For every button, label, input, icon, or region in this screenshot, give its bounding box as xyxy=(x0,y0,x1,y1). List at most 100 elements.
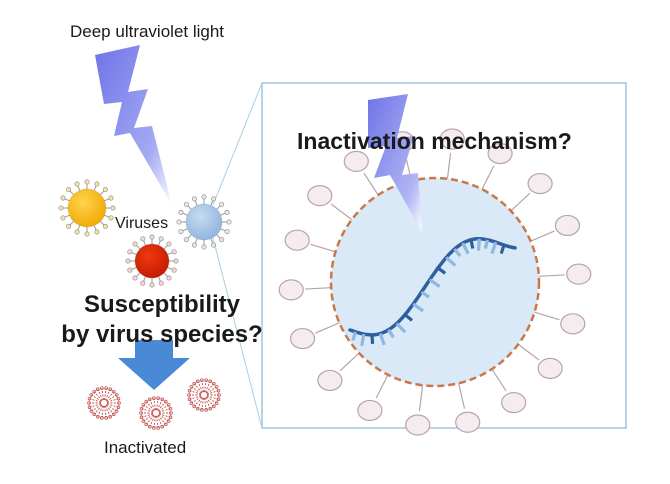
spike-head xyxy=(455,411,481,433)
virus-spike xyxy=(194,200,198,206)
fragment-strand xyxy=(103,388,107,401)
virus-spike-tip xyxy=(149,234,155,240)
fragment-strand xyxy=(101,388,105,401)
rna-base xyxy=(412,302,424,313)
spike-stem xyxy=(534,311,560,321)
fragment-strand xyxy=(193,396,203,407)
fragment-dot xyxy=(216,388,221,393)
fragment-dot xyxy=(166,403,171,407)
fragment-dot xyxy=(168,415,173,420)
spike-stem xyxy=(530,230,555,242)
fragment-strand xyxy=(105,404,115,415)
fragment-dot xyxy=(144,422,148,427)
fragment-strand xyxy=(89,398,102,403)
spike-stem xyxy=(446,152,452,179)
virus-spike-tip xyxy=(158,236,164,242)
fragment-dot xyxy=(95,414,100,419)
fragment-dot xyxy=(214,385,219,389)
fragment-dot xyxy=(87,405,92,410)
fragment-dot xyxy=(208,379,213,384)
virus-spike-tip xyxy=(219,237,225,243)
rna-base xyxy=(395,322,407,334)
virus-yellow xyxy=(58,179,116,237)
spike-stem xyxy=(418,385,424,412)
virus-spike-tip xyxy=(60,215,66,221)
fragment-dot xyxy=(152,426,156,430)
fragment-dot xyxy=(156,396,160,400)
virus-spike xyxy=(93,185,97,191)
fragment-strand xyxy=(205,396,215,407)
fragment-dot xyxy=(112,389,116,394)
fragment-dot xyxy=(114,393,119,397)
virus-spike xyxy=(104,214,110,218)
rna-strand xyxy=(348,237,517,347)
inactivated-label: Inactivated xyxy=(104,438,187,457)
fragment-strand xyxy=(197,397,204,409)
fragment-dot xyxy=(100,416,104,420)
fragment-dot xyxy=(152,396,156,400)
virus-spike-tip xyxy=(66,223,72,229)
virus-spike xyxy=(131,267,137,270)
rna-base xyxy=(445,256,457,267)
fragment-dot xyxy=(164,422,168,427)
fragment-dot xyxy=(117,401,121,405)
fragment-strand xyxy=(101,405,105,418)
spike-stem xyxy=(481,165,495,190)
virus-spike-tip xyxy=(201,244,207,250)
spike-head xyxy=(289,327,316,350)
virus-body xyxy=(67,188,107,228)
virus-spike xyxy=(210,200,214,206)
fragment-dot xyxy=(204,378,208,382)
virus-spike-tip xyxy=(108,215,114,221)
virus-spike-tip xyxy=(226,219,232,225)
virus-spike xyxy=(216,234,221,239)
fragment-strand xyxy=(158,414,169,422)
virus-blue xyxy=(176,194,232,250)
fragment-dot xyxy=(87,396,92,401)
virus-spike-tip xyxy=(211,196,217,202)
fragment-strand xyxy=(106,403,119,408)
spike-head xyxy=(343,150,369,173)
mechanism-question: Inactivation mechanism? xyxy=(297,128,572,154)
virus-spike-tip xyxy=(66,187,72,193)
fragment-dot xyxy=(95,387,100,392)
spike-head xyxy=(357,399,383,422)
virus-spike xyxy=(64,214,70,218)
rna-base xyxy=(351,331,358,341)
fragment-dot xyxy=(200,408,204,412)
virus-spike-tip xyxy=(94,229,100,235)
virus-spike xyxy=(69,190,74,195)
spike-head xyxy=(501,391,527,414)
fragment-strand xyxy=(157,414,167,425)
fragment-dot xyxy=(92,389,96,394)
fragment-dot xyxy=(214,401,219,405)
fragment-strand xyxy=(158,413,171,418)
fragment-dot xyxy=(144,399,148,404)
fragment-dot xyxy=(212,381,216,386)
spike-head xyxy=(487,142,513,165)
fragment-dot xyxy=(200,378,204,382)
virus-spike-tip xyxy=(74,229,80,235)
rna-base xyxy=(437,266,447,275)
rna-base xyxy=(483,239,490,249)
virus-spike-tip xyxy=(211,242,217,248)
spike-stem xyxy=(375,374,389,399)
virus-spike-tip xyxy=(219,201,225,207)
virus-spike xyxy=(167,252,173,255)
virus-spike xyxy=(77,185,81,191)
spike-head xyxy=(317,369,343,392)
virus-body xyxy=(185,203,223,241)
virus-spike-tip xyxy=(166,241,172,247)
fragment-strand xyxy=(157,401,167,412)
virus-spike-tip xyxy=(102,223,108,229)
rna-base xyxy=(370,334,375,344)
fragment-dot xyxy=(166,419,171,423)
fragment-dot xyxy=(116,396,121,401)
spike-head xyxy=(527,172,553,195)
fragment-dot xyxy=(156,426,160,430)
fragment-strand xyxy=(206,395,219,400)
rna-base xyxy=(378,333,386,346)
rna-base xyxy=(403,313,413,322)
virus-spike-tip xyxy=(191,242,197,248)
